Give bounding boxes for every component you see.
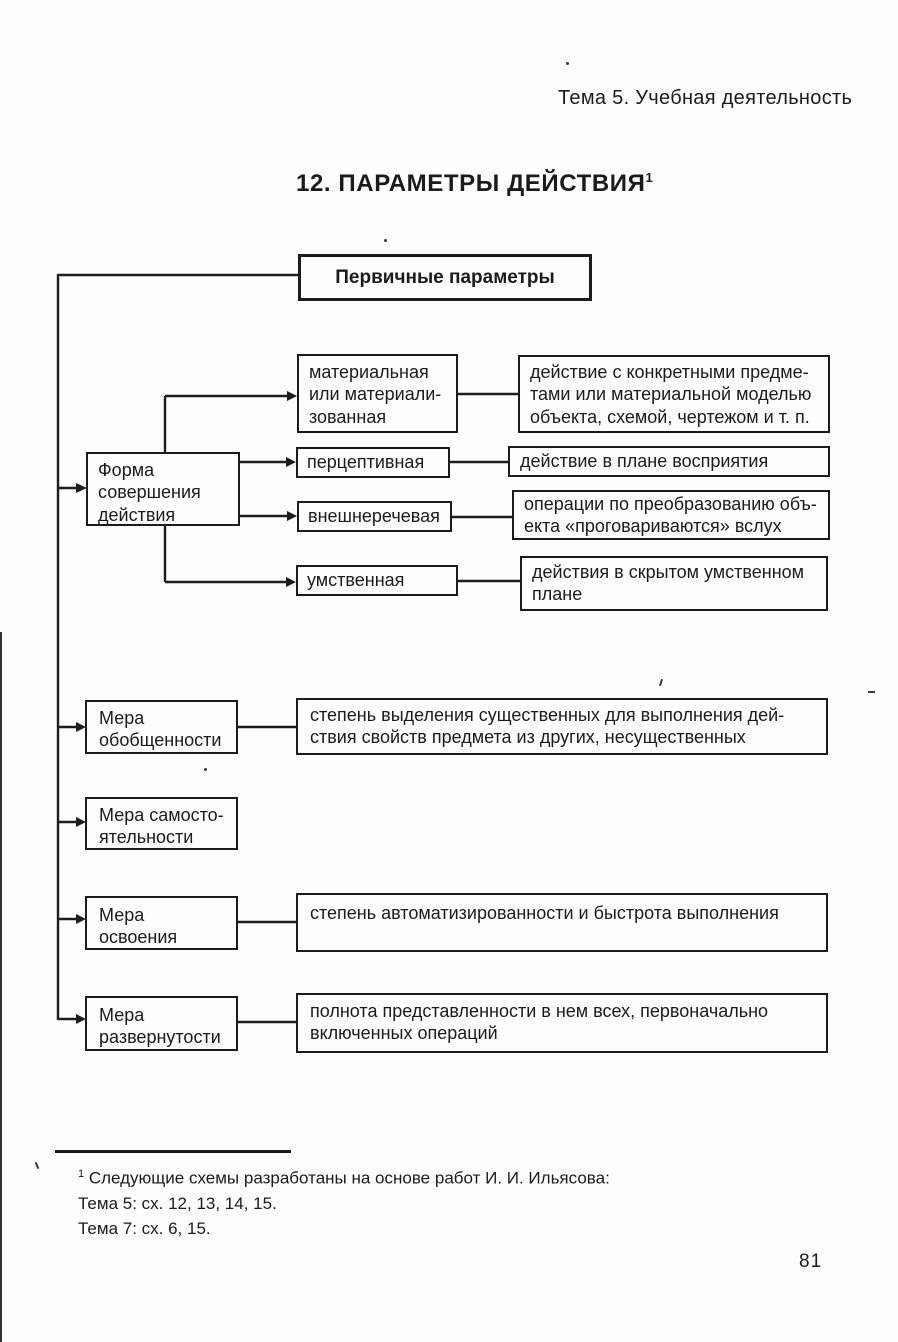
- scan-artifact: [868, 691, 875, 693]
- branch-box-material: материальная или материали- зованная: [297, 354, 458, 433]
- box-primary-parameters: Первичные параметры: [298, 254, 592, 301]
- footnote: 1 Следующие схемы разработаны на основе …: [78, 1162, 658, 1241]
- desc-box-perceptive: действие в плане восприятия: [508, 446, 830, 477]
- footnote-marker: 1: [645, 170, 654, 185]
- branch-box-perceptive: перцептивная: [296, 447, 450, 478]
- footnote-line-1: 1 Следующие схемы разработаны на основе …: [78, 1168, 610, 1188]
- box-measure-generalization: Мера обобщенности: [85, 700, 238, 754]
- desc-box-mental: действия в скрытом умственном плане: [520, 556, 828, 611]
- scan-artifact: [384, 239, 387, 242]
- desc-box-mastery: степень автоматизированности и быстрота …: [296, 893, 828, 952]
- footnote-line-2: Тема 5: сх. 12, 13, 14, 15.: [78, 1193, 277, 1213]
- desc-box-unfolding: полнота представленности в нем всех, пер…: [296, 993, 828, 1053]
- section-title-text: 12. ПАРАМЕТРЫ ДЕЙСТВИЯ: [296, 170, 646, 197]
- box-measure-unfolding: Мера развернутости: [85, 996, 238, 1051]
- box-form-of-action: Форма совершения действия: [86, 452, 240, 526]
- branch-box-external-speech: внешнеречевая: [297, 501, 452, 532]
- branch-box-mental: умственная: [296, 565, 458, 596]
- section-title: 12. ПАРАМЕТРЫ ДЕЙСТВИЯ1: [296, 170, 653, 198]
- desc-box-external-speech: операции по преобразованию объ- екта «пр…: [512, 490, 830, 540]
- footnote-rule: [55, 1150, 291, 1153]
- desc-box-generalization: степень выделения существенных для выпол…: [296, 698, 828, 755]
- page-number: 81: [799, 1251, 823, 1272]
- running-head: Тема 5. Учебная деятельность: [558, 87, 853, 109]
- scan-artifact: [204, 768, 207, 771]
- scan-edge-line: [0, 632, 2, 1342]
- footnote-line-3: Тема 7: сх. 6, 15.: [78, 1218, 211, 1238]
- scan-artifact: [566, 62, 569, 65]
- box-measure-mastery: Мера освоения: [85, 896, 238, 950]
- footnote-line-marker: 1: [78, 1168, 85, 1180]
- desc-box-material: действие с конкретными предме- тами или …: [518, 355, 830, 433]
- box-measure-independence: Мера самосто- ятельности: [85, 797, 238, 850]
